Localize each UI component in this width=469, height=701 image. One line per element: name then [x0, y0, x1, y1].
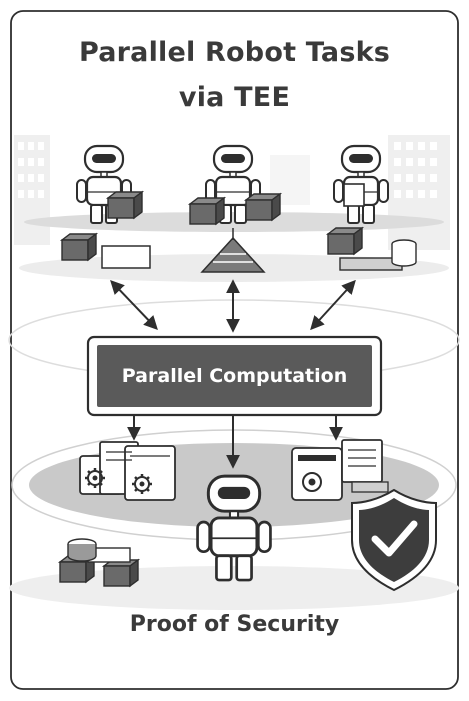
- gear-icon: [83, 466, 107, 490]
- server-group-left: [79, 441, 176, 501]
- parallel-computation-box: [97, 345, 372, 407]
- box-icon: [107, 191, 143, 219]
- server-group-right: [291, 439, 389, 501]
- box-icon: [103, 559, 139, 587]
- conveyor-icon: [200, 236, 266, 273]
- box-icon: [245, 193, 281, 221]
- box-icon: [189, 197, 225, 225]
- diagram-title-line2: via TEE: [178, 82, 291, 113]
- shield-check-icon: [351, 488, 437, 592]
- paper-icon: [343, 183, 365, 207]
- diagram-title-line1: Parallel Robot Tasks: [78, 37, 391, 68]
- gear-icon: [130, 472, 154, 496]
- background-buildings: [14, 135, 450, 250]
- box-cluster: [59, 538, 139, 587]
- upper-floor: [24, 212, 444, 232]
- arrow-icon: [310, 279, 356, 331]
- box-icon: [61, 233, 97, 261]
- proof-of-security-label: Proof of Security: [129, 612, 340, 637]
- parallel-computation-label: Parallel Computation: [121, 365, 348, 387]
- box-icon: [327, 227, 363, 255]
- arrow-icon: [110, 279, 158, 331]
